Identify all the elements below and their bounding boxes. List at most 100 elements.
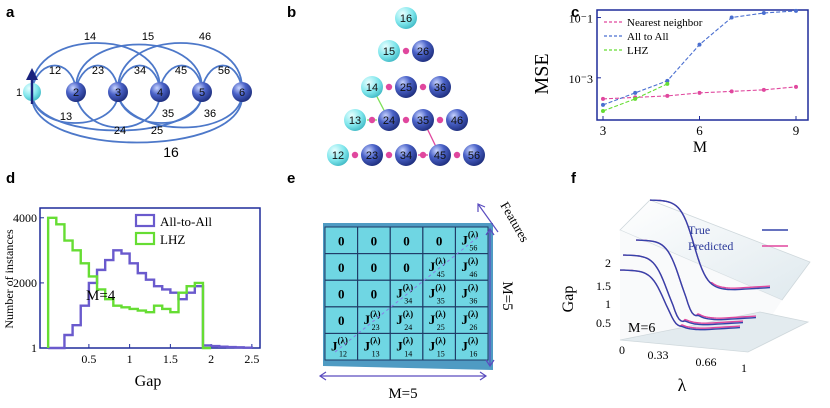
y-tick-label: 1.5 xyxy=(596,279,611,293)
graph-node-5: 5 xyxy=(192,82,212,102)
histogram-0 xyxy=(48,249,254,350)
qubit-56: 56 xyxy=(463,144,485,166)
x-tick-label: 1 xyxy=(127,352,133,366)
legend-label: LHZ xyxy=(627,45,649,57)
matrix-cell: J(λ)14 xyxy=(389,332,424,361)
annotation-m4: M=4 xyxy=(86,288,116,304)
true-curve xyxy=(649,199,771,291)
panel-label-b: b xyxy=(287,4,296,21)
y-tick-label: 1 xyxy=(31,341,37,355)
ancilla-dot xyxy=(436,116,444,124)
node-label: 6 xyxy=(239,87,245,99)
panel-label-f: f xyxy=(571,170,577,187)
qubit-ball xyxy=(395,7,417,29)
cell-value: 0 xyxy=(371,260,378,275)
cell-value: 45 xyxy=(437,270,445,279)
x-axis-label: λ xyxy=(678,375,687,395)
y-tick-label: 2 xyxy=(605,256,611,270)
node-label: 3 xyxy=(115,87,121,99)
node-label: 4 xyxy=(157,87,163,99)
series-point xyxy=(633,90,638,95)
spin-arrow-icon xyxy=(26,68,38,104)
x-tick-label: 3 xyxy=(600,123,607,138)
node-ball xyxy=(66,82,86,102)
cell-value: 23 xyxy=(372,323,380,332)
qubit-label: 35 xyxy=(417,115,429,127)
edge-label: 34 xyxy=(134,65,146,77)
qubit-label: 56 xyxy=(468,150,480,162)
legend-label: LHZ xyxy=(160,232,185,247)
ancilla-dot xyxy=(453,151,461,159)
cell-value: 15 xyxy=(437,350,445,359)
y-tick-label: 4000 xyxy=(13,211,37,225)
cell-value: 56 xyxy=(469,243,477,252)
qubit-label: 46 xyxy=(451,115,463,127)
m-right-label: M=5 xyxy=(499,281,515,310)
qubit-23: 23 xyxy=(361,144,383,166)
qubit-ball xyxy=(395,144,417,166)
cell-value: 34 xyxy=(404,297,412,306)
ancilla-dot xyxy=(419,83,427,91)
qubit-ball xyxy=(412,109,434,131)
series-point xyxy=(665,81,670,86)
dimension-arrows xyxy=(318,203,499,381)
cell-value: 0 xyxy=(338,233,345,248)
qubit-label: 34 xyxy=(400,150,412,162)
floor-plane xyxy=(619,311,810,353)
qubit-ball xyxy=(344,109,366,131)
true-curve xyxy=(636,239,757,321)
x-tick-label: 2 xyxy=(208,352,214,366)
qubit-25: 25 xyxy=(395,76,417,98)
series-point xyxy=(729,89,734,94)
qubit-label: 15 xyxy=(383,46,395,58)
legend-label: All-to-All xyxy=(160,214,212,229)
x-tick-label: 1 xyxy=(741,361,747,375)
node-ball xyxy=(232,82,252,102)
cell-value: 0 xyxy=(436,233,443,248)
qubit-ball xyxy=(378,109,400,131)
qubit-16: 16 xyxy=(395,7,417,29)
qubit-label: 24 xyxy=(383,115,395,127)
qubit-36: 36 xyxy=(429,76,451,98)
chart-series xyxy=(620,199,771,331)
y-tick-label: 2000 xyxy=(13,276,37,290)
node-label: 5 xyxy=(199,87,205,99)
graph-node-4: 4 xyxy=(150,82,170,102)
qubit-ball xyxy=(327,144,349,166)
qubit-13: 13 xyxy=(344,109,366,131)
cell-value: 14 xyxy=(404,350,412,359)
edge-label: 14 xyxy=(84,31,96,43)
back-plane xyxy=(619,199,811,301)
ancilla-dot xyxy=(385,151,393,159)
qubit-label: 23 xyxy=(366,150,378,162)
node-ball xyxy=(192,82,212,102)
edge-label: 12 xyxy=(49,65,61,77)
ancilla-dot xyxy=(351,151,359,159)
features-label: Features xyxy=(497,199,532,245)
cell-value: 46 xyxy=(469,270,477,279)
ancilla-dot xyxy=(368,116,376,124)
qubit-35: 35 xyxy=(412,109,434,131)
matrix-cell: J(λ)15 xyxy=(422,332,456,361)
y-axis-label: Number of instances xyxy=(2,229,16,329)
qubit-ball xyxy=(429,76,451,98)
legend-label: Predicted xyxy=(688,239,733,253)
cell-value: 0 xyxy=(403,233,410,248)
panel-label-c: c xyxy=(571,4,579,21)
plot-frame xyxy=(596,9,809,121)
x-axis-label: Gap xyxy=(135,373,162,390)
diagonal-guide xyxy=(334,236,479,353)
node-label: 1 xyxy=(16,87,22,99)
legend-label: All to All xyxy=(627,31,669,43)
series-point xyxy=(729,15,734,20)
qubit-34: 34 xyxy=(395,144,417,166)
